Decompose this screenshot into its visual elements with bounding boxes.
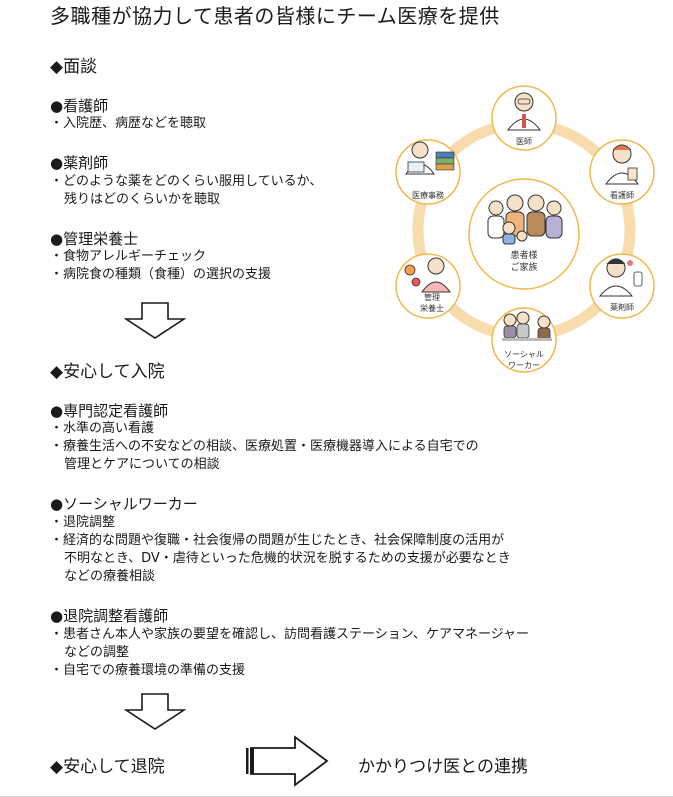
role-social-worker-line: などの療養相談 [64, 569, 156, 584]
role-dietitian-title: ●管理栄養士 [50, 230, 139, 248]
role-nurse-title: ●看護師 [50, 97, 109, 115]
doctor-label: 医師 [516, 136, 532, 146]
role-cert-nurse-line: ・水準の高い看護 [50, 421, 155, 436]
section-heading-discharge: ◆安心して退院 [50, 757, 165, 777]
center-label: ご家族 [510, 261, 537, 273]
role-dietitian-line: ・食物アレルギーチェック [50, 249, 207, 264]
nurse-icon [589, 139, 655, 205]
social-worker-label: ワーカー [508, 361, 540, 370]
right-arrow-icon [246, 735, 329, 787]
down-arrow-icon [124, 302, 186, 339]
section-heading-interview: ◆面談 [50, 57, 98, 77]
team-diagram: 患者様 ご家族 医師 看護師 薬剤師 ソーシャル ワーカ [395, 85, 655, 373]
social-worker-label: ソーシャル [504, 350, 544, 359]
role-social-worker-line: ・退院調整 [50, 515, 116, 530]
role-discharge-nurse-line: ・自宅での療養環境の準備の支援 [50, 663, 246, 678]
role-dietitian-line: ・病院食の種類（食種）の選択の支援 [50, 267, 272, 282]
page-title: 多職種が協力して患者の皆様にチーム医療を提供 [50, 4, 500, 28]
family-icon [468, 178, 580, 290]
role-pharmacist-line: 残りはどのくらいかを聴取 [64, 192, 221, 207]
nurse-label: 看護師 [610, 190, 634, 200]
pharmacist-icon [589, 253, 655, 319]
role-social-worker-line: ・経済的な問題や復職・社会復帰の問題が生じたとき、社会保障制度の活用が [50, 533, 505, 548]
role-nurse-line: ・入院歴、病歴などを聴取 [50, 116, 207, 131]
social-worker-icon [491, 307, 557, 373]
down-arrow-icon [124, 693, 186, 730]
role-social-worker-title: ●ソーシャルワーカー [50, 495, 198, 513]
dietitian-label: 管理 [424, 292, 440, 302]
doctor-icon [491, 85, 557, 151]
dietitian-label: 栄養士 [420, 303, 444, 313]
pharmacist-label: 薬剤師 [610, 302, 634, 312]
role-cert-nurse-line: ・療養生活への不安などの相談、医療処置・医療機器導入による自宅での [50, 439, 479, 454]
role-discharge-nurse-line: などの調整 [64, 645, 130, 660]
role-cert-nurse-title: ●専門認定看護師 [50, 402, 169, 420]
cooperation-text: かかりつけ医との連携 [358, 757, 528, 777]
role-discharge-nurse-title: ●退院調整看護師 [50, 607, 169, 625]
medical-clerk-icon [395, 139, 461, 205]
role-pharmacist-title: ●薬剤師 [50, 154, 109, 172]
role-social-worker-line: 不明なとき、DV・虐待といった危機的状況を脱するための支援が必要なとき [64, 551, 511, 566]
section-heading-admission: ◆安心して入院 [50, 362, 165, 382]
role-discharge-nurse-line: ・患者さん本人や家族の要望を確認し、訪問看護ステーション、ケアマネージャー [50, 627, 530, 642]
center-label: 患者様 [510, 249, 537, 261]
role-cert-nurse-line: 管理とケアについての相談 [64, 457, 220, 472]
dietitian-icon [395, 253, 461, 319]
medical-clerk-label: 医療事務 [412, 190, 444, 200]
role-pharmacist-line: ・どのような薬をどのくらい服用しているか、 [50, 174, 323, 189]
